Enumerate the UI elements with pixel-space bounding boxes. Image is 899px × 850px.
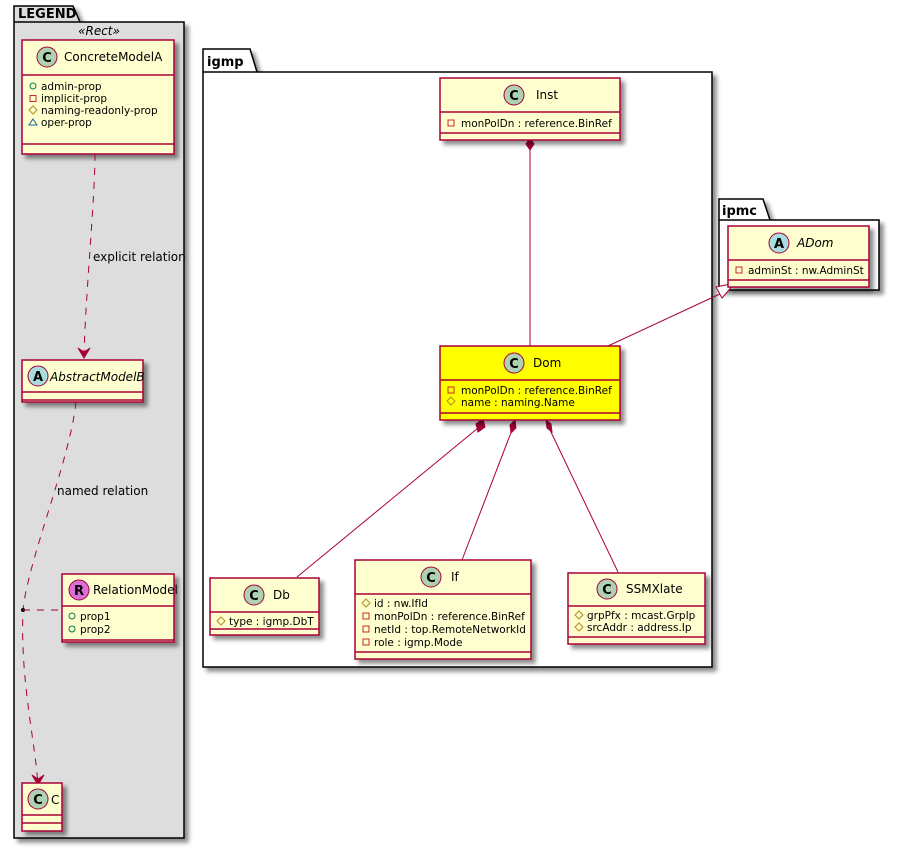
- dom-adom-generalization: [607, 292, 723, 347]
- class-concrete-model-a[interactable]: C ConcreteModelA admin-prop implicit-pro…: [21, 39, 175, 155]
- class-name: Db: [273, 588, 290, 602]
- class-name: If: [451, 570, 460, 584]
- public-icon: [68, 612, 76, 620]
- class-spot-icon: [27, 788, 49, 810]
- class-name: SSMXlate: [626, 582, 683, 596]
- svg-text:C: C: [249, 589, 259, 604]
- arrowhead-icon: [77, 347, 91, 359]
- attribute: monPolDn : reference.BinRef: [374, 611, 525, 623]
- class-spot-icon: [503, 84, 525, 106]
- svg-text:A: A: [33, 370, 43, 385]
- attribute: oper-prop: [41, 117, 92, 129]
- attribute: monPolDn : reference.BinRef: [461, 385, 612, 397]
- legend-title: LEGEND: [18, 7, 77, 22]
- svg-text:C: C: [509, 357, 519, 372]
- svg-text:R: R: [74, 584, 84, 599]
- abstract-spot-icon: [27, 365, 49, 387]
- svg-text:C: C: [33, 793, 43, 808]
- named-relation: named relation: [21, 401, 148, 786]
- svg-text:C: C: [426, 571, 436, 586]
- class-spot-icon: [596, 578, 618, 600]
- class-c[interactable]: C C: [21, 782, 63, 832]
- svg-text:C: C: [509, 89, 519, 104]
- composition-diamond-icon: [545, 418, 553, 434]
- protected-icon: [216, 616, 226, 626]
- attribute: name : naming.Name: [461, 397, 575, 409]
- attribute: srcAddr : address.Ip: [587, 622, 692, 634]
- arrowhead-icon: [31, 774, 45, 786]
- attribute: netId : top.RemoteNetworkId: [374, 624, 526, 636]
- class-name: RelationModel: [93, 583, 178, 597]
- svg-text:C: C: [42, 51, 52, 66]
- attribute: role : igmp.Mode: [374, 637, 463, 649]
- dom-ssmxlate-composition: [549, 429, 619, 573]
- class-name: AbstractModelB: [49, 370, 145, 384]
- public-icon: [68, 625, 76, 633]
- class-dom[interactable]: C Dom monPolDn : reference.BinRef name :…: [439, 345, 621, 421]
- class-spot-icon: [36, 46, 58, 68]
- public-icon: [29, 82, 37, 90]
- attribute: naming-readonly-prop: [41, 105, 158, 117]
- package-icon: [28, 118, 38, 126]
- class-db[interactable]: C Db type : igmp.DbT: [209, 577, 320, 636]
- class-name: Inst: [536, 88, 558, 102]
- attribute: prop1: [80, 611, 111, 623]
- explicit-relation: explicit relation: [77, 153, 186, 359]
- private-icon: [447, 119, 455, 127]
- private-icon: [362, 612, 370, 620]
- class-abstract-model-b[interactable]: A AbstractModelB: [21, 359, 145, 403]
- class-spot-icon: [503, 352, 525, 374]
- attribute: adminSt : nw.AdminSt: [748, 265, 864, 277]
- svg-text:A: A: [774, 237, 784, 252]
- igmp-package-title: igmp: [207, 55, 244, 70]
- protected-icon: [574, 622, 584, 632]
- composition-diamond-icon: [509, 418, 517, 435]
- attribute: type : igmp.DbT: [229, 616, 314, 628]
- class-name: ConcreteModelA: [64, 50, 163, 64]
- attribute: prop2: [80, 624, 111, 636]
- dom-db-composition: [296, 427, 479, 578]
- ipmc-package-title: ipmc: [722, 204, 757, 219]
- protected-icon: [28, 105, 38, 115]
- class-name: C: [51, 793, 59, 807]
- abstract-spot-icon: [768, 232, 790, 254]
- class-adom[interactable]: A ADom adminSt : nw.AdminSt: [727, 225, 870, 288]
- private-icon: [362, 625, 370, 633]
- class-spot-icon: [243, 584, 265, 606]
- private-icon: [29, 95, 37, 102]
- attribute: grpPfx : mcast.GrpIp: [587, 610, 696, 622]
- class-inst[interactable]: C Inst monPolDn : reference.BinRef: [439, 77, 621, 141]
- protected-icon: [574, 610, 584, 620]
- class-relation-model[interactable]: R RelationModel prop1 prop2: [61, 573, 178, 643]
- protected-icon: [446, 396, 456, 406]
- class-if[interactable]: C If id : nw.IfId monPolDn : reference.B…: [354, 559, 532, 660]
- private-icon: [735, 266, 743, 274]
- protected-icon: [361, 598, 371, 608]
- named-relation-label: named relation: [57, 484, 148, 498]
- private-icon: [447, 386, 455, 394]
- class-name: ADom: [796, 236, 833, 250]
- composition-diamond-icon: [525, 137, 535, 151]
- attribute: id : nw.IfId: [374, 598, 428, 610]
- attribute: monPolDn : reference.BinRef: [461, 118, 612, 130]
- class-ssmxlate[interactable]: C SSMXlate grpPfx : mcast.GrpIp srcAddr …: [567, 572, 706, 645]
- explicit-relation-label: explicit relation: [93, 250, 186, 264]
- attribute: implicit-prop: [41, 93, 107, 105]
- class-spot-icon: [420, 566, 442, 588]
- dom-if-composition: [461, 429, 513, 561]
- attribute: admin-prop: [41, 81, 102, 93]
- private-icon: [362, 638, 370, 646]
- composition-diamond-icon: [475, 418, 486, 433]
- legend-stereotype: «Rect»: [78, 24, 120, 38]
- class-name: Dom: [533, 356, 561, 370]
- svg-text:C: C: [602, 583, 612, 598]
- relation-spot-icon: [68, 579, 90, 601]
